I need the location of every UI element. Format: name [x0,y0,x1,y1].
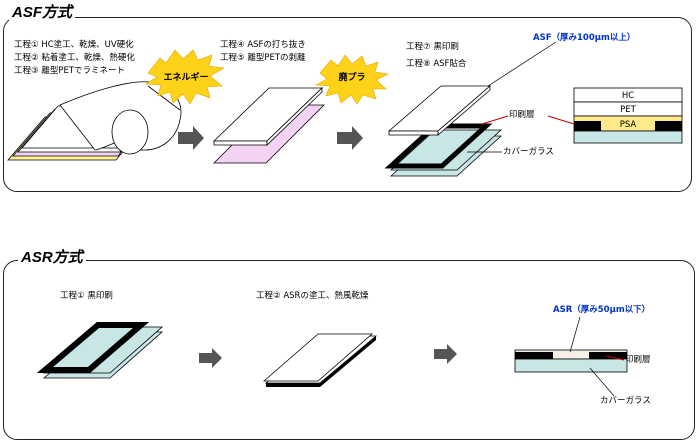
asr-black-print [36,322,164,379]
asf-step-8: 工程⑧ ASF貼合 [406,59,467,69]
asr-title: ASR方式 [18,249,86,267]
energy-text: エネルギー [163,71,208,83]
asr-coated-stack [262,333,378,387]
asr-step-2: 工程② ASRの塗工、熱風乾燥 [256,291,369,301]
asr-cover-glass-label: カバーガラス [600,396,651,406]
asf-print-layer-label: 印刷層 [509,110,535,120]
asr-arrow-2 [434,344,457,364]
arrow-2 [337,126,363,150]
pet-layer-label: PET [620,105,636,115]
asf-step-5: 工程⑤ 離型PETの剥離 [220,53,306,63]
energy-burst: エネルギー [145,49,225,105]
layer-cross-section: HC PET PSA [547,87,683,144]
arrow-1 [178,126,204,150]
asr-print-layer-label: 印刷層 [625,355,651,365]
asf-cover-glass-label: カバーガラス [503,147,554,157]
asf-step-7: 工程⑦ 黒印刷 [406,42,459,52]
psa-layer-label: PSA [620,120,637,130]
release-film-roll [59,81,182,155]
asf-title: ASF方式 [9,4,76,22]
asr-step-1: 工程① 黒印刷 [60,291,113,301]
asr-cross-section [514,316,628,397]
asf-step-1: 工程① HC塗工、乾燥、UV硬化 [14,40,134,50]
asr-arrow-1 [199,348,222,368]
asf-step-3: 工程③ 離型PETでラミネート [14,66,126,76]
hc-layer-label: HC [622,91,634,101]
asr-thickness-label: ASR（厚み50μm以下） [553,305,651,315]
waste-text: 廃プラ [338,71,365,83]
asf-step-4: 工程④ ASFの打ち抜き [220,40,306,50]
asf-bonding-stack [384,41,557,177]
asf-thickness-label: ASF（厚み100μm以上） [533,33,636,43]
punched-asf [213,87,325,164]
waste-burst: 廃プラ [314,54,389,105]
asf-step-2: 工程② 粘着塗工、乾燥、熱硬化 [14,53,135,63]
